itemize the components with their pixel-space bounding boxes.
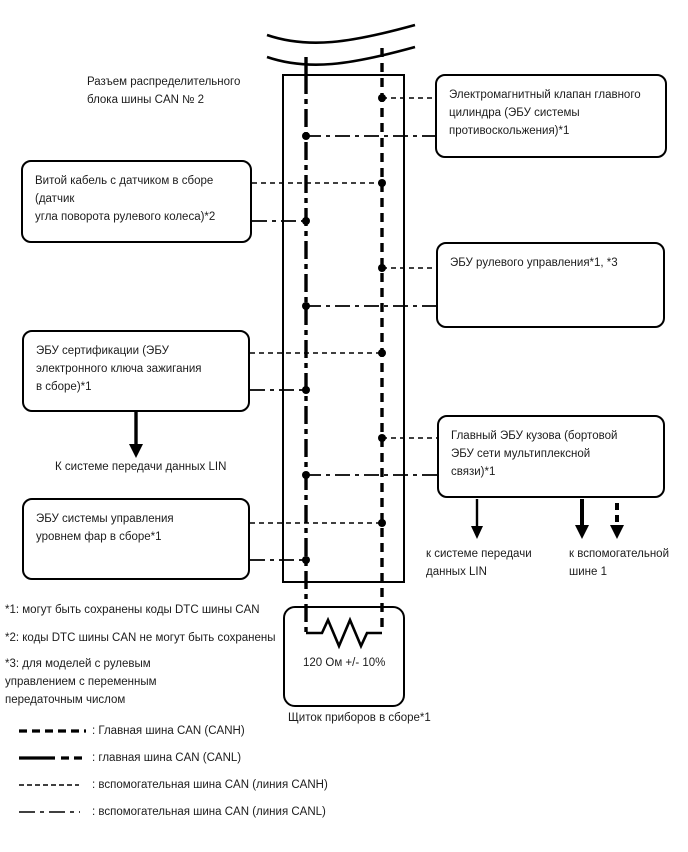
dot [302, 302, 310, 310]
branch-canh-lines [250, 97, 437, 524]
legend-row-aux-canh: : вспомогательная шина CAN (линия CANH) [18, 778, 328, 792]
legend-sample-aux-canh-icon [19, 784, 79, 786]
dot [378, 519, 386, 527]
dot [378, 264, 386, 272]
node-main-body-ecu: Главный ЭБУ кузова (бортовой ЭБУ сети му… [437, 415, 665, 498]
arrow-body-ecu-to-lin [471, 499, 483, 539]
dot [378, 349, 386, 357]
resistor-value-label: 120 Ом +/- 10% [303, 657, 386, 669]
footnote-3: *3: для моделей с рулевым управлением с … [5, 658, 157, 706]
legend-sample-main-canh-icon [19, 729, 86, 733]
arrow-head [129, 444, 143, 458]
node-certification-ecu: ЭБУ сертификации (ЭБУ электронного ключа… [22, 330, 250, 412]
legend-sample-aux-canl-icon [19, 811, 80, 813]
can-junction-block-rect [282, 74, 405, 583]
arrow-head [610, 525, 624, 539]
aux-bus-right-label: к вспомогательной шине 1 [569, 548, 669, 578]
bus-break-wave-top [266, 23, 416, 45]
arrow-certification-to-lin [129, 412, 143, 458]
legend-label-aux-canh: : вспомогательная шина CAN (линия CANH) [92, 779, 328, 791]
legend-sample-main-canl-icon [19, 756, 82, 760]
node-skid-control-valve: Электромагнитный клапан главного цилиндр… [435, 74, 667, 158]
arrow-body-ecu-to-aux-bus-solid [575, 499, 589, 539]
node-steering-ecu: ЭБУ рулевого управления*1, *3 [436, 242, 665, 328]
junction-dots [302, 94, 386, 564]
legend-label-main-canh: : Главная шина CAN (CANH) [92, 725, 245, 737]
dot [378, 434, 386, 442]
dot [302, 132, 310, 140]
dot [378, 94, 386, 102]
junction-block-label: Разъем распределительного блока шины CAN… [87, 76, 241, 106]
lin-right-label: к системе передачи данных LIN [426, 548, 532, 578]
legend-label-main-canl: : главная шина CAN (CANL) [92, 752, 242, 764]
legend-row-main-canl: : главная шина CAN (CANL) [18, 751, 241, 765]
lin-left-label: К системе передачи данных LIN [55, 461, 227, 473]
arrow-body-ecu-to-aux-bus-dashed [610, 503, 624, 539]
footnote-1: *1: могут быть сохранены коды DTC шины C… [5, 604, 260, 616]
dot [302, 471, 310, 479]
arrow-head [575, 525, 589, 539]
legend-row-aux-canl: : вспомогательная шина CAN (линия CANL) [18, 805, 326, 819]
node-spiral-cable-sensor: Витой кабель с датчиком в сборе (датчик … [21, 160, 252, 243]
dot [302, 386, 310, 394]
dot [302, 217, 310, 225]
legend-label-aux-canl: : вспомогательная шина CAN (линия CANL) [92, 806, 326, 818]
legend-row-main-canh: : Главная шина CAN (CANH) [18, 724, 245, 738]
branch-canl-lines [250, 135, 437, 561]
dot [378, 179, 386, 187]
footnote-2: *2: коды DTC шины CAN не могут быть сохр… [5, 632, 276, 644]
arrow-head [471, 526, 483, 539]
bus-break-wave-bottom [266, 45, 416, 67]
instrument-cluster-label: Щиток приборов в сборе*1 [288, 712, 431, 724]
dot [302, 556, 310, 564]
node-headlight-leveling-ecu: ЭБУ системы управления уровнем фар в сбо… [22, 498, 250, 580]
